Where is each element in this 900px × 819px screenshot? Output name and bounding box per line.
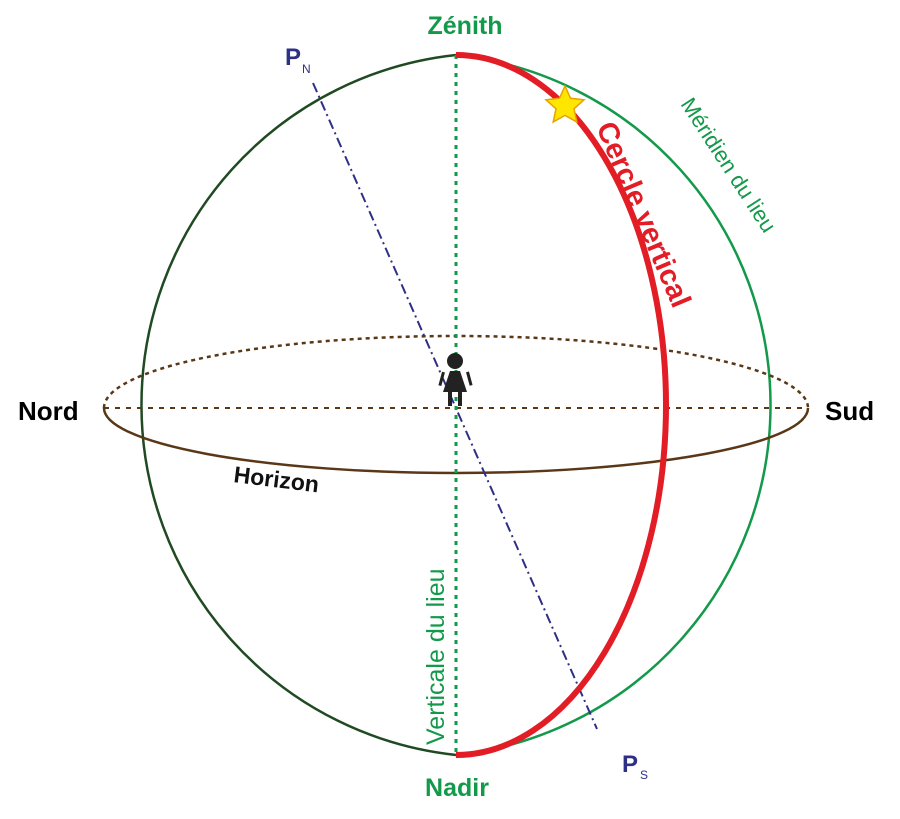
sphere-left-arc xyxy=(140,53,457,757)
nadir-label: Nadir xyxy=(425,774,489,802)
vertical-circle-arc xyxy=(455,52,669,758)
north-label: Nord xyxy=(18,396,79,426)
polar-axis xyxy=(312,82,598,730)
north-pole-letter: P xyxy=(285,44,301,71)
local-vertical-label: Verticale du lieu xyxy=(422,568,450,745)
person-icon xyxy=(438,353,473,406)
south-pole-subscript: S xyxy=(640,768,648,782)
vertical-circle-label: Cercle vertical xyxy=(590,117,697,312)
meridian-label: Méridien du lieu xyxy=(676,93,782,237)
star-icon xyxy=(544,84,586,124)
south-label: Sud xyxy=(825,396,874,426)
north-pole-subscript: N xyxy=(302,62,311,76)
south-pole-letter: P xyxy=(622,751,638,778)
sphere-right-arc xyxy=(455,53,772,757)
zenith-label: Zénith xyxy=(428,12,503,40)
